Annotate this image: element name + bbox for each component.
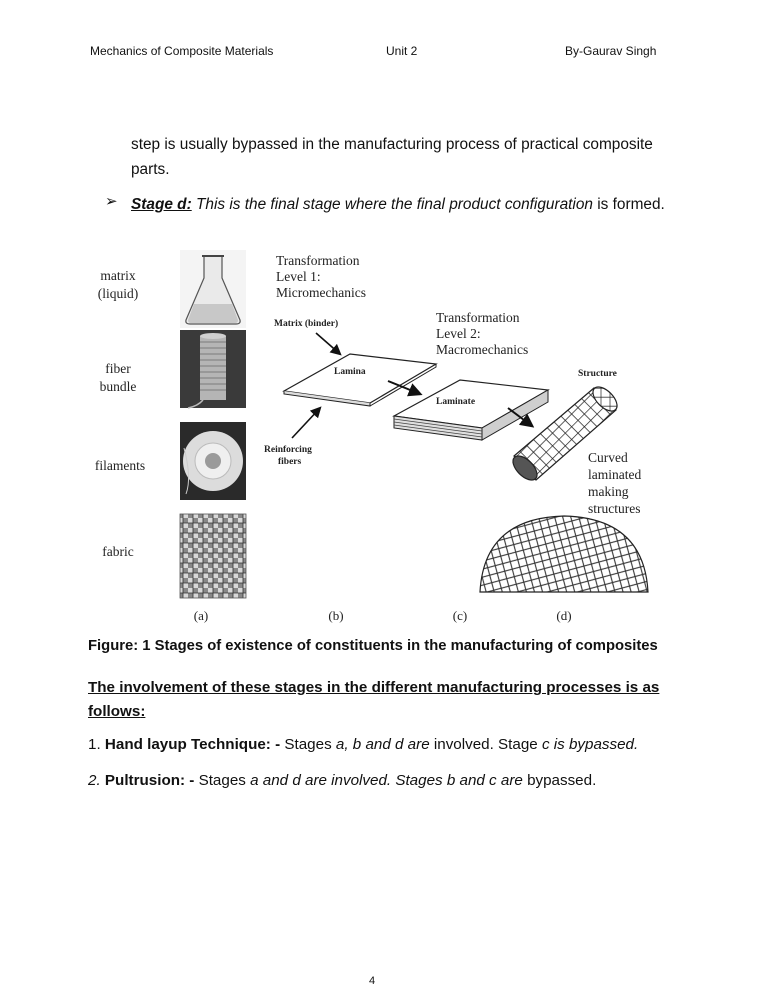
list-title: Hand layup Technique: - (104, 736, 281, 753)
list-text: Stages (198, 772, 246, 789)
stages-heading-colon: : (140, 703, 146, 720)
label-bundle: bundle (100, 379, 137, 394)
stage-d-label: Stage d: (131, 196, 192, 213)
laminate-label: Laminate (436, 397, 475, 407)
figure-caption: Figure: 1 Stages of existence of constit… (88, 638, 658, 654)
panel-label-d: (d) (556, 608, 571, 623)
label-fiber: fiber (105, 361, 131, 376)
stage-d-paragraph: Stage d: This is the final stage where t… (131, 192, 691, 217)
list-text: involved. Stage (433, 736, 538, 753)
flask-image (180, 250, 246, 328)
panel-label-c: (c) (453, 608, 467, 623)
structure-label: Structure (578, 369, 617, 379)
fabric-image (179, 513, 247, 599)
matrix-binder-label: Matrix (binder) (274, 318, 338, 329)
stage-d-rest: is formed. (597, 196, 665, 213)
page-number: 4 (369, 975, 376, 987)
header-title: Mechanics of Composite Materials (90, 44, 274, 58)
stages-heading: The involvement of these stages in the d… (88, 676, 668, 724)
header-unit: Unit 2 (386, 44, 418, 58)
transformation2-line1: Transformation (436, 310, 520, 325)
list-item-hand-layup: 1. Hand layup Technique: - Stages a, b a… (88, 736, 638, 753)
list-title: Pultrusion: - (104, 772, 195, 789)
label-matrix: matrix (100, 268, 135, 283)
transformation2-line3: Macromechanics (436, 342, 528, 357)
tube-structure (512, 386, 618, 481)
list-number: 1. (88, 736, 101, 753)
curved-label-line2: laminated (588, 467, 641, 482)
laminate-stack (392, 379, 550, 441)
list-text: bypassed. (527, 772, 597, 789)
paragraph-continuation: step is usually bypassed in the manufact… (131, 136, 653, 178)
list-item-pultrusion: 2. Pultrusion: - Stages a and d are invo… (88, 772, 596, 789)
transformation1-line3: Micromechanics (276, 285, 366, 300)
label-fabric: fabric (102, 544, 133, 559)
bullet-arrow-icon: ➢ (105, 193, 118, 210)
label-filaments: filaments (95, 458, 145, 473)
dome-structure (479, 515, 649, 593)
panel-label-b: (b) (328, 608, 343, 623)
lamina-label: Lamina (334, 367, 366, 377)
list-italic: c is bypassed. (541, 736, 639, 753)
panel-label-a: (a) (194, 608, 208, 623)
list-italic: a and d are involved. Stages b and c are (250, 772, 523, 789)
list-number: 2. (88, 772, 101, 789)
fiber-bundle-image (180, 330, 246, 409)
label-liquid: (liquid) (98, 286, 139, 301)
stages-figure: matrix (liquid) fiber bundle filaments f… (95, 250, 649, 623)
curved-label-line4: structures (588, 501, 640, 516)
stages-heading-text: The involvement of these stages in the d… (88, 679, 660, 720)
curved-label-line1: Curved (588, 450, 628, 465)
reinforcing-label-line1: Reinforcing (264, 445, 312, 455)
curved-label-line3: making (588, 484, 629, 499)
transformation2-line2: Level 2: (436, 326, 481, 341)
stage-d-italic: This is the final stage where the final … (196, 196, 593, 213)
list-text: Stages (284, 736, 332, 753)
header-author: By-Gaurav Singh (565, 44, 657, 58)
reinforcing-label-line2: fibers (278, 457, 302, 467)
lamina-sheet (282, 353, 438, 407)
filaments-image (180, 422, 246, 500)
transformation1-line1: Transformation (276, 253, 360, 268)
list-italic: a, b and d are (335, 736, 430, 753)
transformation1-line2: Level 1: (276, 269, 321, 284)
